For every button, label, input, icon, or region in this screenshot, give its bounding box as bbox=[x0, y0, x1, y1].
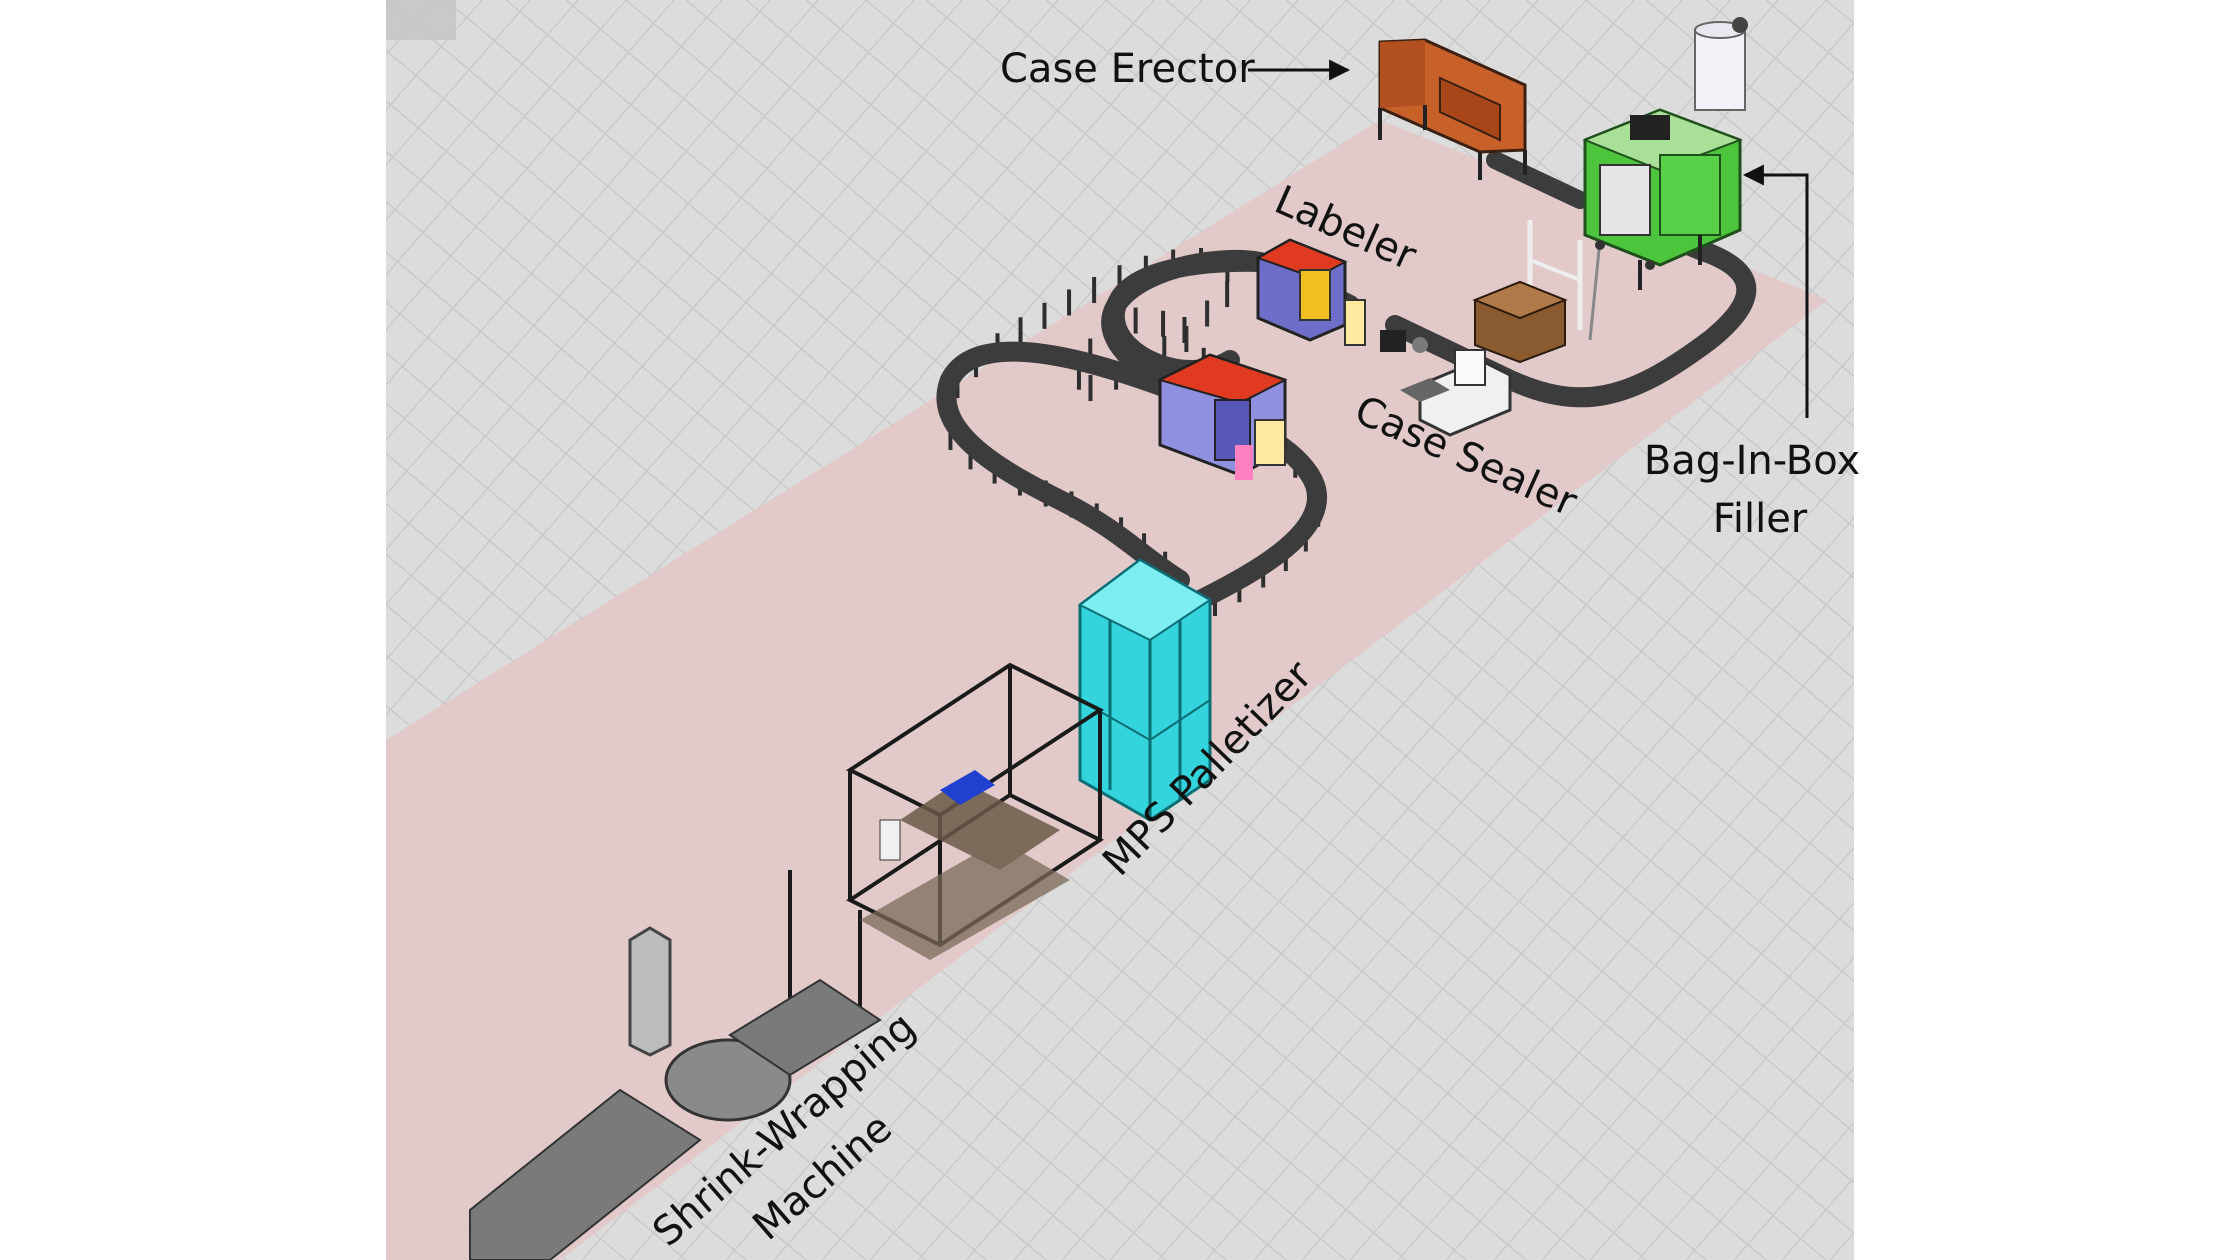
grid-line bbox=[1445, 791, 1854, 1260]
grid-line bbox=[0, 0, 50, 1260]
grid-line bbox=[745, 0, 1854, 932]
case-box bbox=[1472, 280, 1568, 364]
grid-line bbox=[0, 0, 242, 1260]
shrink-wrapping-machine bbox=[469, 926, 882, 1260]
grid-line bbox=[386, 0, 435, 56]
grid-line bbox=[805, 0, 1854, 882]
grid-line bbox=[1589, 956, 1854, 1260]
labeler-upper bbox=[1255, 238, 1366, 346]
labeler-lower bbox=[1157, 353, 1288, 480]
grid-line bbox=[1525, 0, 1854, 277]
grid-line bbox=[386, 0, 1011, 716]
arrow-bag-in-box bbox=[1742, 164, 1809, 418]
conveyor-belt-right bbox=[1385, 215, 1757, 408]
grid-line bbox=[386, 0, 819, 496]
grid-line bbox=[1886, 0, 2240, 1260]
grid-line bbox=[386, 0, 579, 221]
grid-line bbox=[869, 131, 1854, 1260]
grid-line bbox=[0, 0, 206, 1260]
grid-line bbox=[1253, 571, 1854, 1260]
grid-line bbox=[2070, 0, 2240, 1260]
grid-line bbox=[925, 0, 1854, 781]
grid-line bbox=[2022, 0, 2240, 1260]
grid-line bbox=[1926, 0, 2240, 1260]
case-sealer bbox=[1380, 330, 1512, 437]
grid-line bbox=[1825, 0, 1854, 25]
grid-line bbox=[0, 0, 194, 1260]
grid-line bbox=[2186, 0, 2240, 1260]
grid-line bbox=[685, 0, 1854, 982]
bag-in-box-filler bbox=[1527, 17, 1748, 341]
grid-line bbox=[386, 0, 387, 1]
grid-line bbox=[1974, 0, 2240, 1260]
grid-line bbox=[917, 186, 1854, 1260]
grid-line bbox=[0, 0, 86, 1260]
grid-line bbox=[0, 0, 146, 1260]
grid-line bbox=[386, 0, 1059, 771]
grid-line bbox=[0, 0, 338, 1260]
grid-line bbox=[386, 604, 1167, 1260]
grid-line bbox=[0, 0, 98, 1260]
grid-line bbox=[1585, 0, 1854, 226]
grid-line bbox=[386, 0, 915, 606]
grid-line bbox=[386, 1208, 447, 1260]
grid-line bbox=[386, 0, 963, 661]
grid-line bbox=[386, 0, 675, 331]
grid-line bbox=[0, 0, 290, 1260]
grid-line bbox=[386, 654, 1107, 1260]
grid-line bbox=[965, 241, 1854, 1260]
label-bag-in-box-line1: Bag-In-Box bbox=[1644, 438, 1860, 484]
grid-line bbox=[1349, 681, 1854, 1260]
grid-line bbox=[1109, 406, 1854, 1260]
label-case-erector: Case Erector bbox=[1000, 46, 1255, 92]
grid-line bbox=[1946, 0, 2240, 1260]
grid-line bbox=[1301, 626, 1854, 1260]
grid-line bbox=[386, 0, 1107, 826]
grid-line bbox=[386, 503, 1287, 1260]
grid-line bbox=[0, 0, 2, 1260]
grid-line bbox=[1878, 0, 2240, 1260]
label-bag-in-box-line2: Filler bbox=[1713, 496, 1808, 542]
conveyor-belt-top bbox=[1486, 151, 1589, 209]
grid-line bbox=[1541, 901, 1854, 1260]
grid-line bbox=[386, 553, 1227, 1260]
grid-line bbox=[0, 0, 26, 1260]
mps-palletizer bbox=[788, 558, 1212, 1030]
grid-line bbox=[1205, 516, 1854, 1260]
grid-line bbox=[386, 1259, 387, 1260]
grid-line bbox=[1061, 351, 1854, 1260]
grid-line bbox=[386, 0, 867, 551]
case-erector bbox=[1378, 38, 1527, 180]
grid-line bbox=[1637, 1011, 1854, 1260]
conveyor-belt-2 bbox=[936, 341, 1195, 590]
grid-line bbox=[1493, 846, 1854, 1260]
grid-line bbox=[865, 0, 1854, 831]
grid-line bbox=[0, 0, 326, 1260]
grid-line bbox=[386, 0, 723, 386]
grid-line bbox=[1829, 1231, 1854, 1260]
grid-line bbox=[1397, 736, 1854, 1260]
grid-line bbox=[386, 0, 771, 441]
grid-line bbox=[0, 0, 146, 1260]
grid-line bbox=[0, 0, 266, 1260]
grid-line bbox=[386, 0, 627, 276]
grid-line bbox=[2006, 0, 2240, 1260]
grid-line bbox=[1157, 461, 1854, 1260]
grid-line bbox=[2126, 0, 2240, 1260]
grid-line bbox=[2066, 0, 2240, 1260]
grid-line bbox=[2118, 0, 2240, 1260]
grid-line bbox=[1013, 296, 1854, 1260]
